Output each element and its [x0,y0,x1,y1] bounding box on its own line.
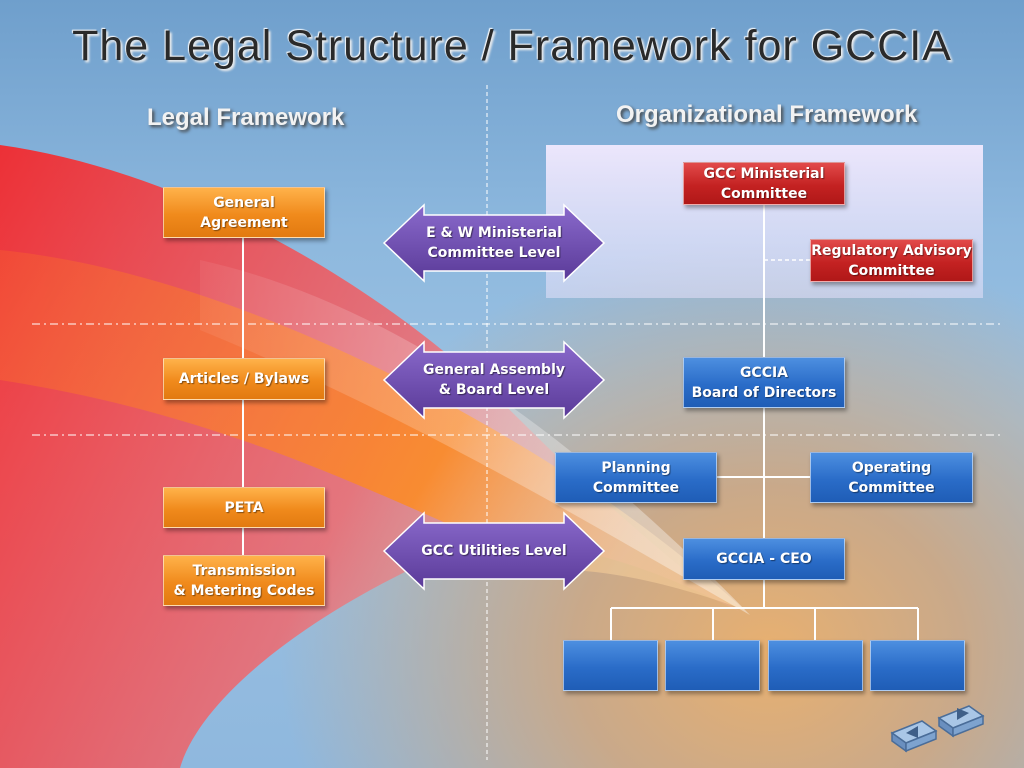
utilities-level-label: GCC Utilities Level [421,543,567,559]
articles-bylaws-box: Articles / Bylaws [163,358,325,400]
department-box-1 [563,640,658,691]
legal-framework-heading: Legal Framework [147,104,345,131]
gcc-ministerial-committee-label: GCC Ministerial Committee [703,165,825,202]
transmission-metering-box: Transmission & Metering Codes [163,555,325,606]
board-of-directors-box: GCCIA Board of Directors [683,357,845,408]
operating-committee-box: Operating Committee [810,452,973,503]
operating-committee-label: Operating Committee [848,459,935,496]
regulatory-advisory-committee-box: Regulatory Advisory Committee [810,239,973,282]
swoosh-orange [0,250,745,610]
slide-title: The Legal Structure / Framework for GCCI… [72,22,952,70]
ministerial-level-arrow [382,203,606,283]
ceo-box: GCCIA - CEO [683,538,845,580]
general-agreement-box: General Agreement [163,187,325,238]
department-box-2 [665,640,760,691]
previous-arrow-icon [906,726,918,738]
gcc-ministerial-committee-box: GCC Ministerial Committee [683,162,845,205]
next-arrow-icon [957,708,969,720]
department-box-4 [870,640,965,691]
peta-box: PETA [163,487,325,528]
next-slide-button[interactable] [935,700,987,740]
utilities-level-arrow [382,511,606,591]
ministerial-level-label: E & W Ministerial Committee Level [426,225,562,261]
planning-committee-label: Planning Committee [592,459,680,496]
transmission-metering-label: Transmission & Metering Codes [173,562,315,599]
regulatory-advisory-committee-label: Regulatory Advisory Committee [811,242,972,279]
assembly-board-level-label: General Assembly & Board Level [422,362,565,398]
planning-committee-box: Planning Committee [555,452,717,503]
general-agreement-label: General Agreement [200,194,288,231]
department-box-3 [768,640,863,691]
ceo-label: GCCIA - CEO [716,551,812,567]
assembly-board-level-arrow [382,340,606,420]
peta-label: PETA [224,499,264,516]
board-of-directors-label: GCCIA Board of Directors [691,364,837,401]
swoosh-pale [200,260,750,615]
articles-bylaws-label: Articles / Bylaws [178,371,310,387]
previous-slide-button[interactable] [888,715,940,755]
organizational-framework-heading: Organizational Framework [616,101,918,128]
